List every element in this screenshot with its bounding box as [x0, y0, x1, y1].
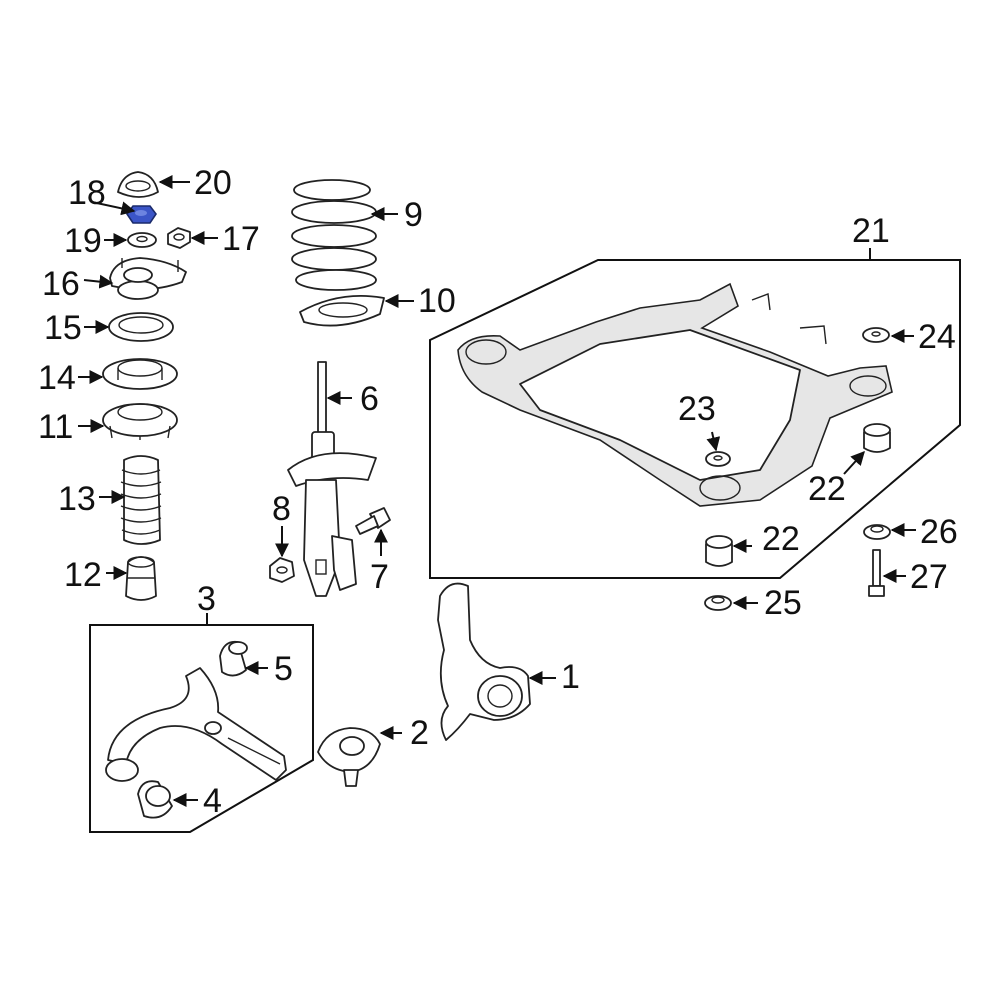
steering-knuckle[interactable]	[437, 582, 531, 741]
dust-cap[interactable]	[117, 171, 159, 198]
callout-16: 16	[42, 265, 80, 303]
lower-spring-insulator[interactable]	[299, 295, 385, 327]
callout-1: 1	[561, 658, 580, 696]
crossmember-washer[interactable]	[705, 451, 731, 467]
upper-washer[interactable]	[862, 327, 890, 343]
control-arm-group-box	[89, 624, 314, 833]
callout-5: 5	[274, 650, 293, 688]
washer[interactable]	[127, 232, 157, 248]
callout-19: 19	[64, 222, 102, 260]
callout-24: 24	[918, 318, 956, 356]
callout-21: 21	[852, 212, 890, 250]
bump-stop[interactable]	[125, 556, 157, 601]
callout-13: 13	[58, 480, 96, 518]
callout-8: 8	[272, 490, 291, 528]
callout-22-rear: 22	[808, 470, 846, 508]
callout-25: 25	[764, 584, 802, 622]
crossmember-bushing-front[interactable]	[705, 535, 733, 567]
strut-nut[interactable]	[269, 557, 295, 583]
callout-20: 20	[194, 164, 232, 202]
callout-14: 14	[38, 359, 76, 397]
callout-9: 9	[404, 196, 423, 234]
crossmember-bolt[interactable]	[868, 549, 885, 597]
callout-3: 3	[197, 580, 216, 618]
mount-nut[interactable]	[167, 227, 191, 249]
callout-26: 26	[920, 513, 958, 551]
bolt-washer[interactable]	[863, 524, 891, 540]
rear-bushing[interactable]	[137, 780, 173, 819]
callout-4: 4	[203, 782, 222, 820]
ball-joint[interactable]	[317, 727, 381, 787]
crossmember-group-box	[429, 259, 961, 579]
strut-bolt[interactable]	[355, 507, 391, 535]
callout-arrows	[78, 175, 916, 807]
callout-10: 10	[418, 282, 456, 320]
callout-23: 23	[678, 390, 716, 428]
callout-6: 6	[360, 380, 379, 418]
lower-control-arm[interactable]	[105, 667, 287, 782]
lower-washer[interactable]	[704, 595, 732, 611]
strut-bearing[interactable]	[108, 312, 174, 342]
callout-27: 27	[910, 558, 948, 596]
strut-mount[interactable]	[109, 257, 187, 300]
strut-assembly[interactable]	[287, 361, 377, 597]
callout-2: 2	[410, 714, 429, 752]
front-crossmember[interactable]	[457, 282, 893, 507]
callout-22-front: 22	[762, 520, 800, 558]
upper-spring-seat[interactable]	[102, 358, 178, 390]
callout-17: 17	[222, 220, 260, 258]
coil-spring[interactable]	[291, 179, 377, 291]
dust-boot[interactable]	[120, 455, 162, 545]
front-bushing[interactable]	[219, 640, 248, 677]
strut-mount-nut-highlighted[interactable]	[126, 205, 157, 224]
callout-15: 15	[44, 309, 82, 347]
callout-12: 12	[64, 556, 102, 594]
spring-insulator[interactable]	[102, 403, 178, 440]
callout-7: 7	[370, 558, 389, 596]
crossmember-bushing-rear[interactable]	[863, 423, 891, 453]
callout-18: 18	[68, 174, 106, 212]
callout-11: 11	[38, 408, 73, 446]
